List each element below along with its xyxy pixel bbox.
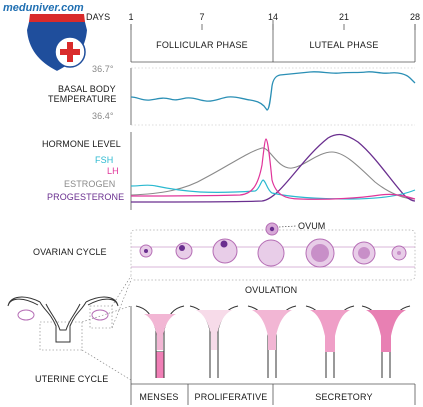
menses-label: MENSES — [139, 392, 179, 402]
progesterone-label: PROGESTERONE — [47, 192, 125, 202]
day-tick-14: 14 — [267, 12, 279, 22]
ovum-label: OVUM — [298, 221, 326, 231]
proliferative-label: PROLIFERATIVE — [194, 392, 268, 402]
day-tick-28: 28 — [409, 12, 421, 22]
day-tick-7: 7 — [199, 12, 205, 22]
ovulation-label: OVULATION — [245, 285, 298, 295]
hormone-level-title: HORMONE LEVEL — [42, 139, 121, 149]
uterine-stage-menses — [135, 305, 185, 378]
ovarian-cycle-label: OVARIAN CYCLE — [33, 247, 107, 257]
uterine-stages — [135, 305, 411, 378]
estrogen-label: ESTROGEN — [64, 179, 116, 189]
temperature-line — [130, 71, 416, 111]
secretory-label: SECRETORY — [315, 392, 373, 402]
follicular-phase-label: FOLLICULAR PHASE — [156, 40, 248, 50]
estrogen-line — [130, 147, 416, 200]
day-tick-21: 21 — [338, 12, 350, 22]
days-label: DAYS — [86, 12, 111, 22]
temperature-high-label: 36.7° — [92, 64, 114, 74]
uterus-small-icon — [7, 296, 119, 343]
temperature-grid — [131, 67, 415, 126]
follicle-stages — [139, 238, 407, 268]
watermark-text: meduniver.com — [3, 2, 84, 14]
uterine-stage-proliferative-2 — [247, 305, 297, 378]
ovum-icon — [265, 222, 297, 236]
day-ticks — [130, 20, 416, 30]
uterine-stage-secretory-1 — [305, 305, 355, 378]
shield-logo-icon — [24, 13, 90, 74]
chart-frame — [130, 24, 416, 405]
callout-lines — [39, 275, 132, 381]
fsh-line — [130, 179, 416, 200]
day-tick-1: 1 — [128, 12, 134, 22]
lh-label: LH — [107, 166, 119, 176]
uterine-stage-secretory-2 — [361, 305, 411, 378]
temperature-label-line2: TEMPERATURE — [48, 94, 117, 104]
temperature-label-line1: BASAL BODY — [58, 84, 116, 94]
uterine-cycle-label: UTERINE CYCLE — [35, 374, 109, 384]
luteal-phase-label: LUTEAL PHASE — [309, 40, 379, 50]
fsh-label: FSH — [95, 155, 114, 165]
temperature-low-label: 36.4° — [92, 111, 114, 121]
uterine-stage-proliferative-1 — [189, 305, 239, 378]
lh-line — [130, 138, 416, 200]
progesterone-line — [130, 133, 416, 203]
